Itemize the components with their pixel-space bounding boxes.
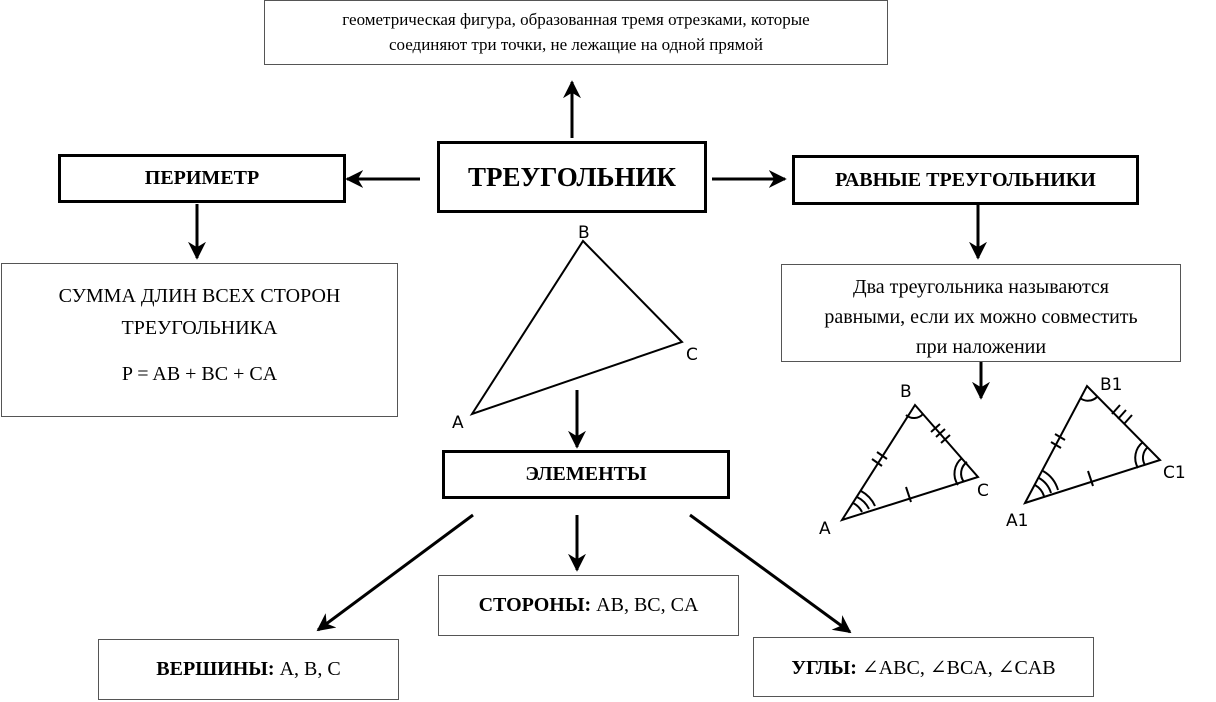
triangle-title-box: ТРЕУГОЛЬНИК [437, 141, 707, 213]
vertices-value: A, B, C [274, 658, 341, 680]
sides-label: СТОРОНЫ: [478, 594, 592, 616]
main-vertex-b: B [578, 223, 590, 243]
equal-desc-line-2: равными, если их можно совместить [824, 306, 1138, 328]
vertices-label: ВЕРШИНЫ: [156, 658, 275, 680]
main-triangle [469, 239, 684, 416]
definition-box: геометрическая фигура, образованная трем… [264, 0, 888, 65]
angles-box: УГЛЫ: ∠ABC, ∠BCA, ∠CAB [753, 637, 1094, 697]
t1-vertex-a: A [819, 519, 831, 539]
sides-box: СТОРОНЫ: AB, BC, CA [438, 575, 739, 636]
angles-label: УГЛЫ: [791, 656, 857, 679]
t2-vertex-b: B1 [1100, 375, 1122, 395]
perimeter-desc-line-2: ТРЕУГОЛЬНИКА [121, 317, 278, 339]
vertices-box: ВЕРШИНЫ: A, B, C [98, 639, 399, 700]
perimeter-title-box: ПЕРИМЕТР [58, 154, 346, 203]
main-vertex-c: C [686, 345, 698, 365]
definition-line-1: геометрическая фигура, образованная трем… [342, 10, 810, 29]
t2-vertex-c: C1 [1163, 463, 1186, 483]
equal-triangle-2 [1022, 384, 1162, 505]
t2-vertex-a: A1 [1006, 511, 1028, 531]
equal-desc-box: Два треугольника называются равными, есл… [781, 264, 1181, 362]
arrow-to-angles [689, 513, 852, 634]
equal-desc-line-1: Два треугольника называются [852, 276, 1109, 298]
elements-title-box: ЭЛЕМЕНТЫ [442, 450, 730, 499]
equal-triangle-1 [839, 403, 980, 522]
perimeter-desc-line-1: СУММА ДЛИН ВСЕХ СТОРОН [58, 285, 341, 307]
triangle-title: ТРЕУГОЛЬНИК [467, 161, 677, 192]
t1-vertex-b: B [900, 382, 912, 402]
equal-title-box: РАВНЫЕ ТРЕУГОЛЬНИКИ [792, 155, 1139, 205]
definition-line-2: соединяют три точки, не лежащие на одной… [388, 35, 764, 54]
equal-desc-line-3: при наложении [915, 336, 1047, 358]
t1-vertex-c: C [977, 481, 989, 501]
perimeter-title: ПЕРИМЕТР [144, 167, 260, 189]
main-vertex-a: A [452, 413, 464, 433]
perimeter-desc-box: СУММА ДЛИН ВСЕХ СТОРОН ТРЕУГОЛЬНИКА P = … [1, 263, 398, 417]
arrow-to-vertices [316, 513, 474, 632]
sides-value: AB, BC, CA [591, 594, 699, 616]
angles-value: ∠ABC, ∠BCA, ∠CAB [856, 656, 1056, 679]
elements-title: ЭЛЕМЕНТЫ [525, 463, 647, 485]
equal-title: РАВНЫЕ ТРЕУГОЛЬНИКИ [835, 168, 1096, 191]
perimeter-formula: P = AB + BC + CA [121, 363, 278, 385]
